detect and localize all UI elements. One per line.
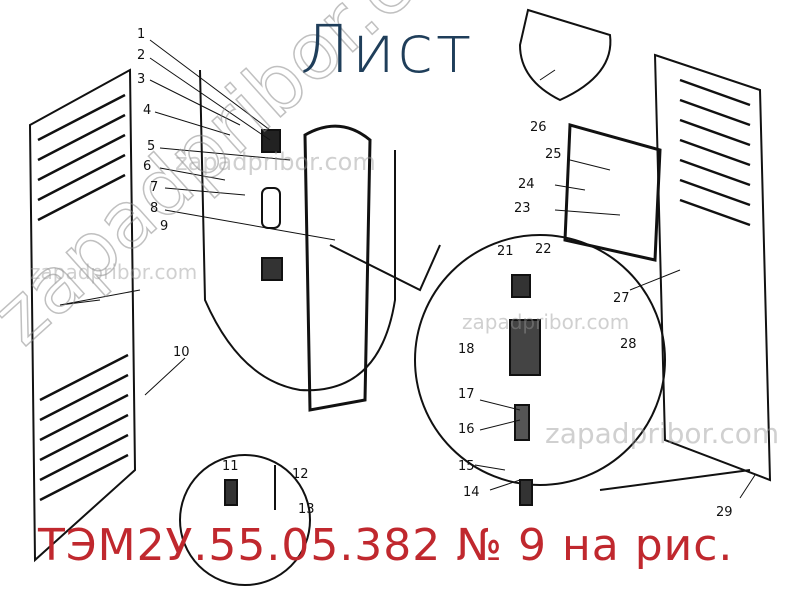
callout-21: 21 [497,244,514,259]
handle-rod [329,244,441,292]
callout-25: 25 [545,147,562,162]
detail-circle-bottom [179,454,311,586]
left-door [28,68,137,563]
callout-9: 9 [160,219,169,234]
callout-22: 22 [535,242,552,257]
part-plate [261,187,281,229]
callout-11: 11 [222,459,239,474]
part-11 [224,479,238,506]
part-spring [514,404,530,441]
callout-27: 27 [613,291,630,306]
watermark: zapadpribor.com [30,260,198,284]
part-18 [509,319,541,376]
callout-18: 18 [458,342,475,357]
callout-7: 7 [150,180,159,195]
callout-15: 15 [458,459,475,474]
callout-10: 10 [173,345,190,360]
part-21 [511,274,531,298]
detail-outline-left [199,69,396,392]
leader-lines [59,39,756,499]
part-14 [519,479,533,506]
callout-1: 1 [137,27,146,42]
callout-24: 24 [518,177,535,192]
right-door [653,53,772,482]
callout-29: 29 [716,505,733,520]
callout-26: 26 [530,120,547,135]
right-door-louvers [679,78,751,227]
callout-23: 23 [514,201,531,216]
callout-14: 14 [463,485,480,500]
callout-13: 13 [298,502,315,517]
callout-6: 6 [143,159,152,174]
callout-3: 3 [137,72,146,87]
middle-panel [303,124,372,412]
left-door-louvers [37,93,129,502]
callout-16: 16 [458,422,475,437]
watermark: zapadpribor.com [175,148,376,176]
right-cover-plate [563,123,662,262]
callout-2: 2 [137,48,146,63]
detail-shield-top [518,8,612,102]
callout-17: 17 [458,387,475,402]
part-block [261,257,283,281]
drawing-caption: ТЭМ2У.55.05.382 № 9 на рис. [38,520,734,571]
callout-12: 12 [292,467,309,482]
watermark: zapadpribor.com [462,310,630,334]
detail-circle-right [414,234,666,486]
callout-4: 4 [143,103,152,118]
watermark: zapadpribor.com [545,417,780,450]
callout-5: 5 [147,139,156,154]
page-title: Лист [300,11,474,88]
callout-8: 8 [150,201,159,216]
part-latch [261,129,281,153]
callout-28: 28 [620,337,637,352]
